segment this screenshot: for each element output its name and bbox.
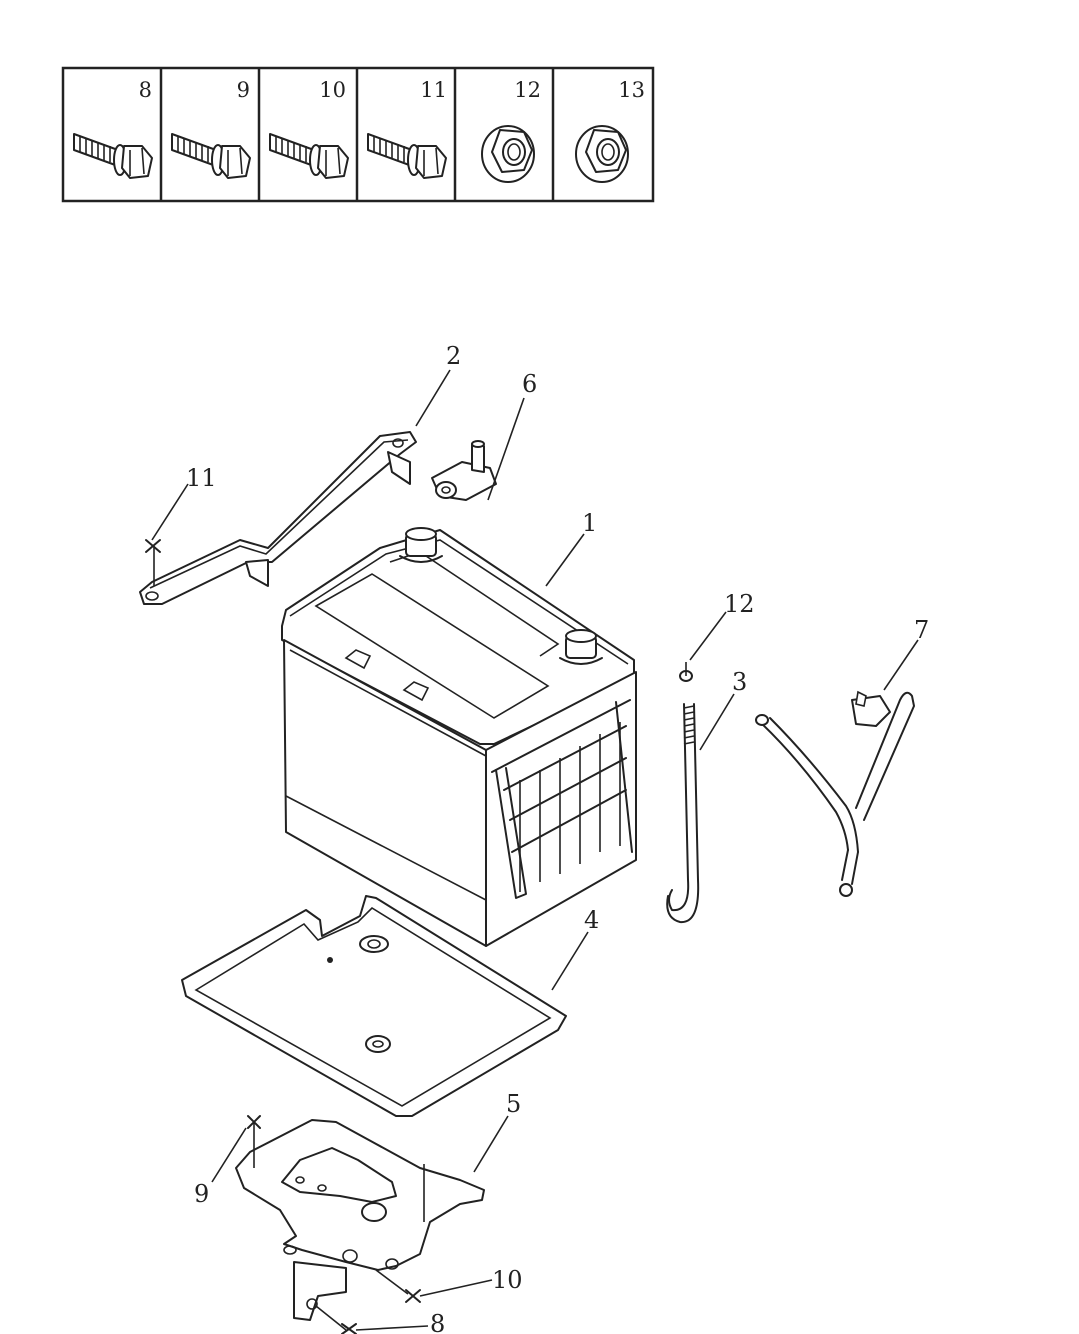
cable-drawing [755, 690, 915, 897]
callout-9: 9 [194, 1180, 209, 1208]
table-cell-number: 11 [420, 78, 447, 102]
callout-4: 4 [584, 906, 599, 934]
table-cell-number: 10 [319, 78, 346, 102]
flange-nut-icon [481, 125, 535, 183]
flange-bolt-icon [269, 133, 349, 179]
callout-3: 3 [732, 668, 747, 696]
callout-1: 1 [582, 509, 597, 537]
callout-10: 10 [492, 1266, 523, 1294]
battery-tray-drawing [181, 895, 567, 1117]
flange-bolt-icon [171, 133, 251, 179]
callout-6: 6 [522, 370, 537, 398]
table-cell-number: 13 [618, 78, 645, 102]
flange-bolt-icon [367, 133, 447, 179]
callout-12: 12 [724, 590, 755, 618]
callout-7: 7 [914, 616, 929, 644]
hold-down-clamp-drawing [139, 431, 417, 605]
callout-2: 2 [446, 342, 461, 370]
flange-bolt-icon [73, 133, 153, 179]
flange-nut-icon [575, 125, 629, 183]
fastener-table: 8 9 10 11 12 13 [61, 66, 655, 203]
table-cell-number: 12 [514, 78, 541, 102]
callout-5: 5 [506, 1090, 521, 1118]
battery-drawing [281, 527, 637, 947]
callout-8: 8 [430, 1310, 445, 1334]
hold-down-rod-drawing [666, 670, 700, 924]
table-cell-number: 8 [139, 78, 152, 102]
leader-lines [145, 369, 919, 1334]
terminal-clamp-drawing [431, 440, 497, 501]
callout-11: 11 [186, 464, 217, 492]
tray-bracket-drawing [235, 1119, 485, 1321]
table-cell-number: 9 [237, 78, 250, 102]
